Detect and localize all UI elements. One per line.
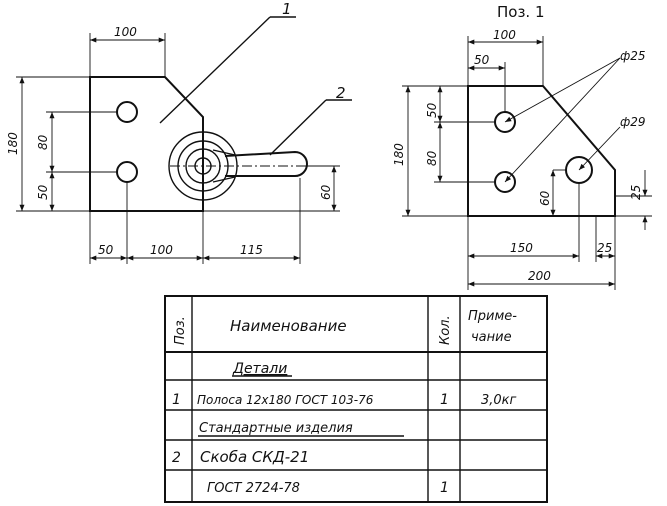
row1-qty: 1 [440,392,449,408]
asm-dim-right: 60 [319,184,333,200]
part-dim-spacing: 80 [425,150,439,166]
col-header-name: Наименование [230,317,347,335]
part-dim-height: 180 [392,143,406,166]
part-dim-hole29: ф29 [620,115,646,129]
part-dim-chamfer-v: 25 [629,185,643,200]
part-dim-top: 100 [493,28,516,42]
section-standard: Стандартные изделия [199,421,353,436]
asm-dim-offset: 50 [36,184,50,200]
bracket-ring [168,130,308,201]
asm-dim-b2: 100 [150,243,173,257]
col-header-note-2: чание [471,330,512,345]
part-view: Поз. 1 100 50 ф25 ф29 180 50 80 60 [392,3,652,290]
col-header-pos: Поз. [173,316,188,345]
hole-upper [116,101,138,123]
part-dim-total: 200 [528,269,551,283]
row3-name: ГОСТ 2724-78 [207,481,300,496]
row2-pos: 2 [172,450,181,466]
row2-name: Скоба СКД-21 [200,448,309,466]
leader-label-1: 1 [282,0,292,18]
part-outline [467,85,616,217]
part-dim-offset: 50 [425,102,439,118]
assembly-view: 1 2 100 180 80 50 60 50 [6,0,352,264]
spec-table: Поз. Наименование Кол. Приме- чание Дета… [164,295,548,503]
col-header-note-1: Приме- [468,309,517,324]
row1-name: Полоса 12х180 ГОСТ 103-76 [197,393,374,407]
leader-label-2: 2 [336,84,346,102]
asm-dim-b3: 115 [240,243,263,257]
col-header-qty: Кол. [438,315,453,345]
row3-qty: 1 [440,480,449,496]
asm-dim-spacing: 80 [36,134,50,150]
part-dim-inset: 50 [474,53,490,67]
asm-dim-height: 180 [6,132,20,155]
row1-note: 3,0кг [481,393,517,408]
section-details: Детали [232,361,287,377]
row1-pos: 1 [172,392,181,408]
part-dim-to-large: 150 [510,241,533,255]
asm-dim-top: 100 [114,25,137,39]
part-dim-chamfer-h: 25 [597,241,612,255]
part-dim-large-vert: 60 [538,190,552,206]
asm-dim-b1: 50 [98,243,114,257]
hole-lower [116,161,138,183]
part-title: Поз. 1 [497,3,545,21]
part-dim-hole25: ф25 [620,49,646,63]
